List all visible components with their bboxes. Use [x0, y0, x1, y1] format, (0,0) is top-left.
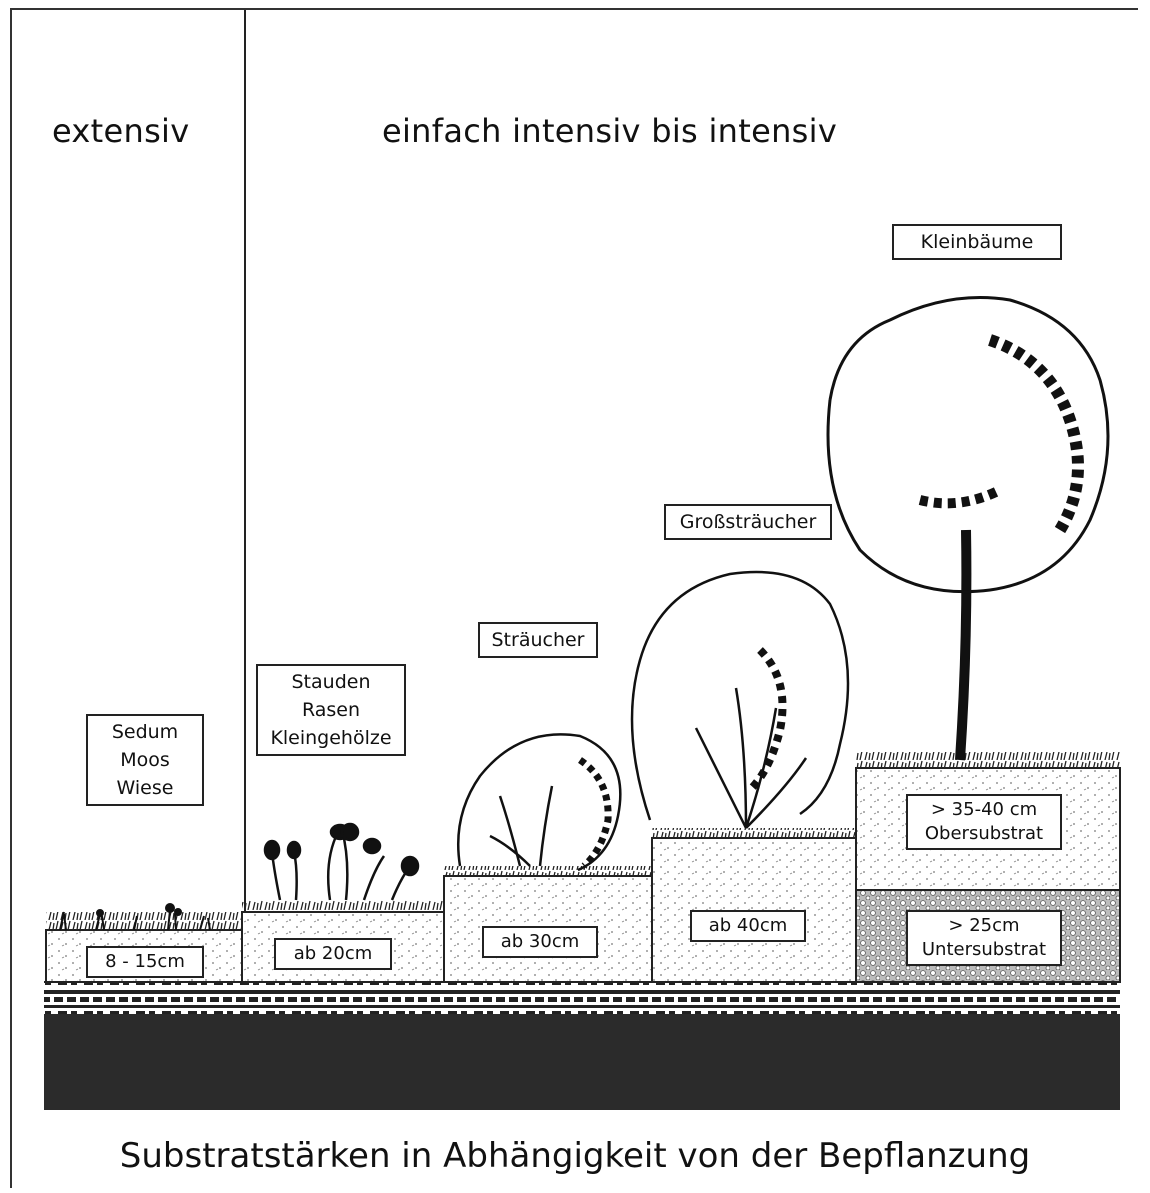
label-stauden: Stauden Rasen Kleingehölze — [256, 664, 406, 756]
depth-obersubstrat: > 35-40 cm Obersubstrat — [906, 794, 1062, 850]
roof-structure — [44, 1012, 1120, 1110]
perennial-plants — [263, 822, 420, 901]
shrub — [456, 733, 622, 872]
large-shrub — [630, 570, 850, 829]
small-tree — [826, 296, 1110, 761]
grass-strips — [46, 752, 1120, 930]
drainage-layer — [44, 982, 1120, 1014]
heading-extensive: extensiv — [52, 112, 190, 150]
depth-grossstraeucher: ab 40cm — [690, 910, 806, 942]
depth-stauden: ab 20cm — [274, 938, 392, 970]
depth-straeucher: ab 30cm — [482, 926, 598, 958]
label-straeucher: Sträucher — [478, 622, 598, 658]
label-kleinbaeume: Kleinbäume — [892, 224, 1062, 260]
label-grossstraeucher: Großsträucher — [664, 504, 832, 540]
depth-untersubstrat: > 25cm Untersubstrat — [906, 910, 1062, 966]
figure-caption: Substratstärken in Abhängigkeit von der … — [119, 1136, 1031, 1176]
category-divider — [244, 10, 246, 912]
heading-intensive: einfach intensiv bis intensiv — [382, 112, 838, 150]
diagram-frame — [10, 8, 1138, 1188]
label-sedum: Sedum Moos Wiese — [86, 714, 204, 806]
sedum-plants — [59, 903, 211, 931]
depth-extensive: 8 - 15cm — [86, 946, 204, 978]
